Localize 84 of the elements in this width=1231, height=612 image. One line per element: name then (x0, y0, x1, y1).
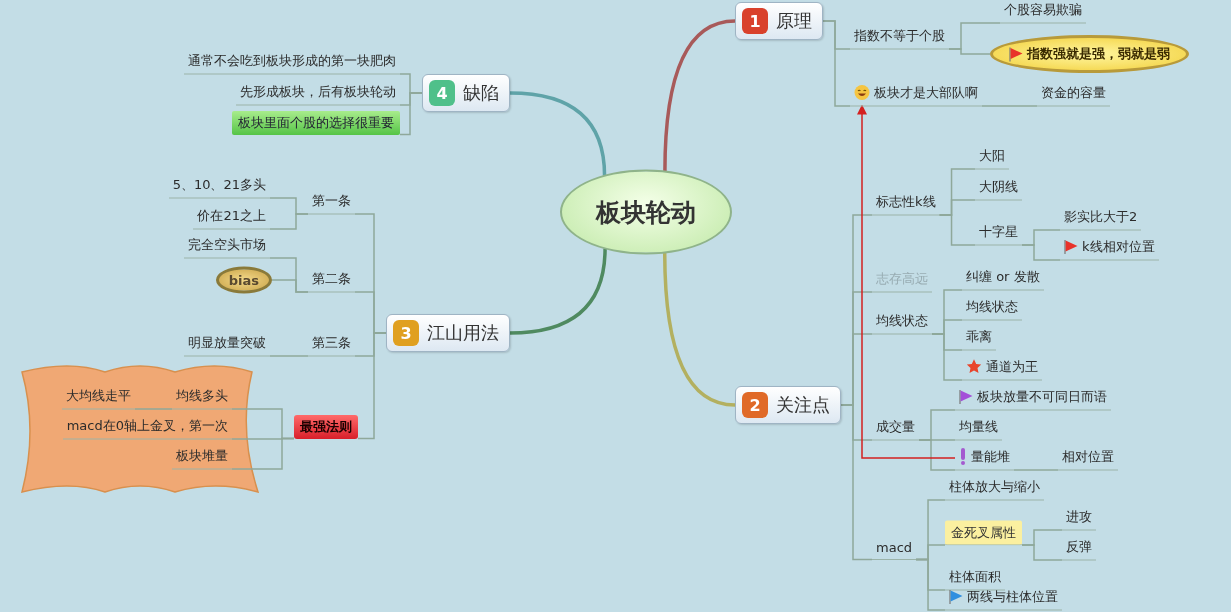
branch-line (981, 105, 1038, 107)
highlight-box (945, 520, 1022, 546)
branch-line (840, 404, 873, 561)
topic-label: 第二条 (312, 269, 351, 288)
topic-label: 完全空头市场 (188, 235, 266, 254)
topic-label: 十字星 (979, 222, 1018, 241)
topic-label: 成交量 (876, 417, 915, 436)
branch-line (134, 408, 173, 410)
branch-line (231, 437, 295, 470)
number-badge: 1 (742, 8, 768, 34)
topic-label: 板块放量不可同日而语 (977, 387, 1107, 406)
branch-line (509, 91, 607, 176)
topic-label: 5、10、21多头 (172, 175, 266, 194)
branch-line (948, 48, 991, 55)
topic-label: 板块轮动 (596, 196, 696, 229)
branch-line (399, 92, 423, 136)
topic-label: 板块堆量 (176, 446, 228, 465)
topic-label: 先形成板块，后有板块轮动 (240, 82, 396, 101)
topic-label: 指数不等于个股 (854, 26, 945, 45)
topic-label: 大阳 (979, 146, 1005, 165)
topic-label: 柱体面积 (949, 567, 1001, 586)
topic-label: 关注点 (776, 393, 830, 417)
branch-line (509, 248, 607, 335)
topic-label: 板块才是大部队啊 (874, 83, 978, 102)
label-ellipse (215, 266, 272, 294)
branch-line (1021, 544, 1063, 561)
number-badge: 2 (742, 392, 768, 418)
branch-line (931, 333, 963, 381)
topic-label: 大均线走平 (66, 386, 131, 405)
arrow (857, 104, 956, 459)
topic-label: 通常不会吃到板块形成的第一块肥肉 (188, 51, 396, 70)
topic-label: 板块里面个股的选择很重要 (238, 114, 394, 132)
branch-line (269, 213, 309, 230)
main-topic-box (735, 386, 841, 424)
topic-label: 均量线 (959, 417, 998, 436)
main-topic-box (422, 74, 510, 112)
branch-line (663, 19, 736, 172)
topic-label: 柱体放大与缩小 (949, 477, 1040, 496)
topic-label: 相对位置 (1062, 447, 1114, 466)
topic-label: 乖离 (966, 327, 992, 346)
topic-label: 最强法则 (300, 418, 352, 436)
topic-label: 标志性k线 (876, 192, 936, 211)
topic-label: 均线状态 (876, 311, 928, 330)
topic-label: 原理 (776, 9, 812, 33)
topic-label: 两线与柱体位置 (967, 587, 1058, 606)
topic-label: k线相对位置 (1082, 237, 1155, 256)
topic-label: 资金的容量 (1041, 83, 1106, 102)
topic-label: bias (228, 272, 259, 288)
topic-label: 反弹 (1066, 537, 1092, 556)
topic-label: 价在21之上 (197, 206, 266, 225)
number-badge: 3 (393, 320, 419, 346)
topic-label: 大阴线 (979, 177, 1018, 196)
topic-label: macd在0轴上金叉，第一次 (66, 416, 228, 435)
branch-line (915, 558, 946, 611)
topic-label: 第一条 (312, 191, 351, 210)
number-badge: 4 (429, 80, 455, 106)
topic-label: 金死叉属性 (951, 523, 1016, 542)
topic-label: 影实比大于2 (1064, 207, 1138, 226)
topic-label: 均线状态 (966, 297, 1018, 316)
main-topic-box (386, 314, 510, 352)
topic-label: 纠缠 or 发散 (966, 267, 1040, 286)
topic-label: 个股容易欺骗 (1004, 0, 1082, 19)
highlight-box (294, 415, 358, 439)
topic-label: 量能堆 (971, 447, 1010, 466)
topic-label: 均线多头 (176, 386, 228, 405)
topic-label: 进攻 (1066, 507, 1092, 526)
topic-label: 指数强就是强，弱就是弱 (1027, 45, 1170, 63)
branch-line (822, 20, 851, 107)
branch-line (918, 439, 956, 471)
highlight-box (232, 111, 400, 135)
branch-line (269, 355, 309, 357)
main-topic-box (735, 2, 823, 40)
topic-label: 明显放量突破 (188, 333, 266, 352)
branch-line (938, 214, 976, 246)
branch-line (1021, 244, 1061, 261)
branch-line (271, 279, 309, 293)
branch-line (357, 332, 387, 440)
topic-label: 通道为王 (986, 357, 1038, 376)
topic-label: 第三条 (312, 333, 351, 352)
topic-label: 缺陷 (463, 81, 499, 105)
topic-label: macd (876, 540, 913, 555)
branch-line (1013, 469, 1059, 471)
branch-line (663, 252, 736, 407)
topic-label: 江山用法 (427, 321, 499, 345)
